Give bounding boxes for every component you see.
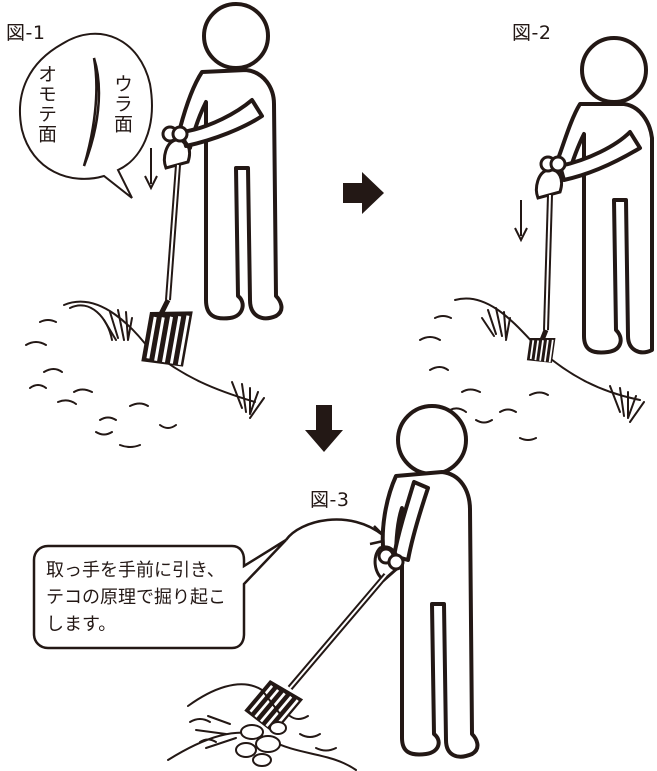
figure-3-title: 図-3 xyxy=(310,489,350,511)
callout-back-label: ウラ面 xyxy=(111,74,133,134)
fork-shovel-2 xyxy=(525,155,567,365)
step-arrow-right xyxy=(343,172,384,214)
figure-3-art xyxy=(32,404,480,771)
ground-mound-1 xyxy=(25,300,265,448)
callout-line-1: 取っ手を手前に引き、 xyxy=(46,560,225,581)
callout-line-2: テコの原理で掘り起こ xyxy=(46,587,226,608)
callout-bubble-1 xyxy=(18,32,153,199)
fork-shovel-3 xyxy=(242,545,405,737)
fork-shovel-1 xyxy=(139,125,195,371)
figure-2-title: 図-2 xyxy=(512,22,552,44)
callout-bubble-3 xyxy=(32,538,287,650)
figure-1-title: 図-1 xyxy=(6,22,46,44)
callout-front-label: オモテ面 xyxy=(35,64,57,144)
person-1 xyxy=(176,2,284,321)
soil-and-potatoes xyxy=(167,683,357,771)
figure-2-art xyxy=(419,36,654,441)
pull-arrow xyxy=(284,518,385,541)
step-arrow-down xyxy=(305,405,343,452)
blade-section-icon xyxy=(82,57,101,167)
figure-1-art xyxy=(18,2,284,448)
person-3 xyxy=(380,404,480,759)
person-2 xyxy=(554,36,654,355)
callout-line-3: します。 xyxy=(46,614,117,635)
